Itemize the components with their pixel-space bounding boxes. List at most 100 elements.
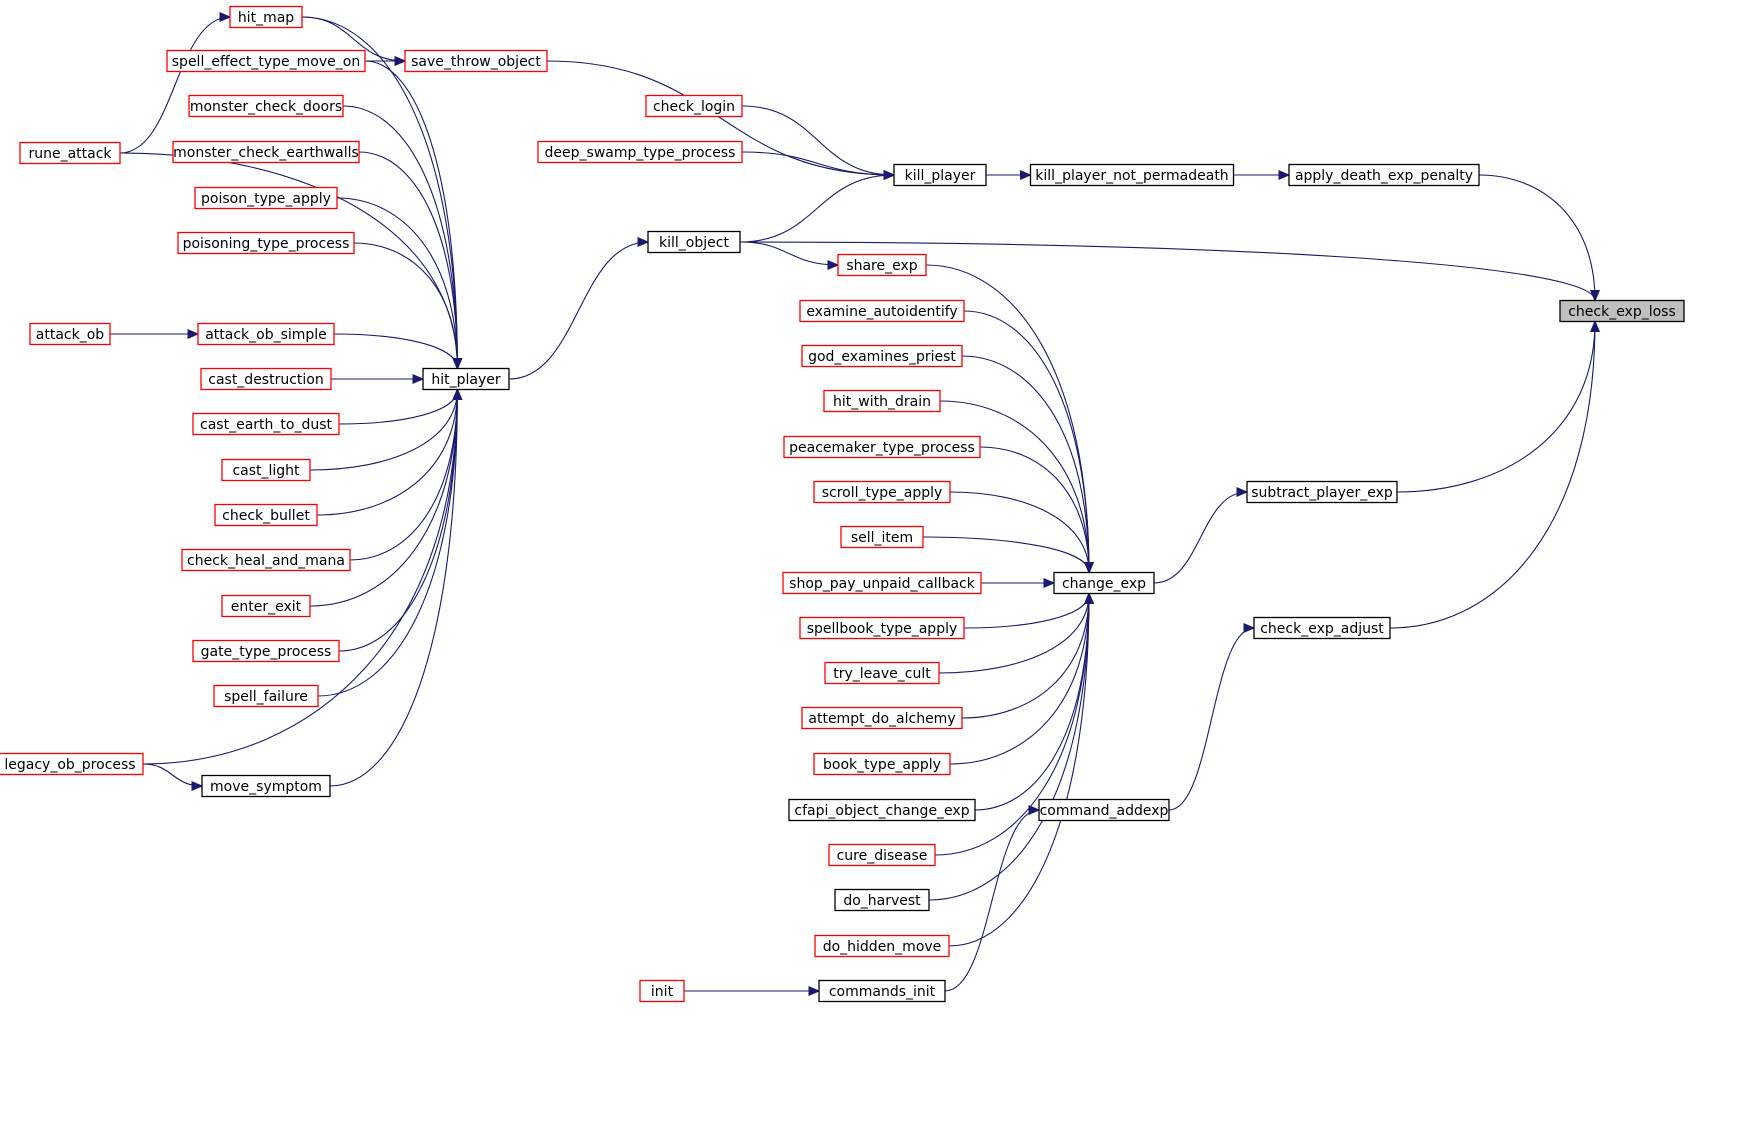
node-box[interactable] xyxy=(19,141,121,165)
node-try_leave_cult[interactable]: try_leave_cult xyxy=(824,661,940,685)
node-spellbook_type_apply[interactable]: spellbook_type_apply xyxy=(799,616,965,640)
node-deep_swamp_type_process[interactable]: deep_swamp_type_process xyxy=(537,140,743,164)
node-attempt_do_alchemy[interactable]: attempt_do_alchemy xyxy=(801,706,963,730)
node-box[interactable] xyxy=(840,525,924,549)
node-attack_ob_simple[interactable]: attack_ob_simple xyxy=(197,322,335,346)
node-box[interactable] xyxy=(813,752,951,776)
node-save_throw_object[interactable]: save_throw_object xyxy=(404,49,548,73)
node-cfapi_object_change_exp[interactable]: cfapi_object_change_exp xyxy=(788,798,976,822)
node-box[interactable] xyxy=(813,480,951,504)
node-examine_autoidentify[interactable]: examine_autoidentify xyxy=(799,299,965,323)
node-box[interactable] xyxy=(837,253,927,277)
node-box[interactable] xyxy=(404,49,548,73)
node-box[interactable] xyxy=(1053,571,1155,595)
node-kill_object[interactable]: kill_object xyxy=(647,230,741,254)
node-shop_pay_unpaid_callback[interactable]: shop_pay_unpaid_callback xyxy=(782,571,982,595)
node-box[interactable] xyxy=(818,979,946,1003)
node-box[interactable] xyxy=(1288,163,1480,187)
node-hit_map[interactable]: hit_map xyxy=(229,5,303,29)
node-command_addexp[interactable]: command_addexp xyxy=(1038,798,1170,822)
node-box[interactable] xyxy=(29,322,111,346)
node-box[interactable] xyxy=(782,571,982,595)
node-check_heal_and_mana[interactable]: check_heal_and_mana xyxy=(181,548,351,572)
node-box[interactable] xyxy=(828,843,936,867)
node-box[interactable] xyxy=(229,5,303,29)
node-check_login[interactable]: check_login xyxy=(645,94,743,118)
node-move_symptom[interactable]: move_symptom xyxy=(201,774,331,798)
node-book_type_apply[interactable]: book_type_apply xyxy=(813,752,951,776)
node-check_exp_loss[interactable]: check_exp_loss xyxy=(1559,299,1685,323)
node-box[interactable] xyxy=(824,661,940,685)
node-box[interactable] xyxy=(192,639,340,663)
node-box[interactable] xyxy=(192,412,340,436)
node-peacemaker_type_process[interactable]: peacemaker_type_process xyxy=(783,435,981,459)
node-box[interactable] xyxy=(814,934,950,958)
node-subtract_player_exp[interactable]: subtract_player_exp xyxy=(1246,480,1398,504)
node-box[interactable] xyxy=(0,752,144,776)
node-box[interactable] xyxy=(221,594,311,618)
node-sell_item[interactable]: sell_item xyxy=(840,525,924,549)
node-box[interactable] xyxy=(893,163,987,187)
node-poison_type_apply[interactable]: poison_type_apply xyxy=(194,186,338,210)
node-box[interactable] xyxy=(166,49,366,73)
node-box[interactable] xyxy=(1253,616,1391,640)
node-box[interactable] xyxy=(200,367,332,391)
node-box[interactable] xyxy=(214,503,318,527)
node-box[interactable] xyxy=(221,458,311,482)
node-change_exp[interactable]: change_exp xyxy=(1053,571,1155,595)
node-cure_disease[interactable]: cure_disease xyxy=(828,843,936,867)
node-check_exp_adjust[interactable]: check_exp_adjust xyxy=(1253,616,1391,640)
node-box[interactable] xyxy=(1029,163,1235,187)
node-box[interactable] xyxy=(647,230,741,254)
node-box[interactable] xyxy=(172,140,360,164)
node-kill_player_not_permadeath[interactable]: kill_player_not_permadeath xyxy=(1029,163,1235,187)
node-legacy_ob_process[interactable]: legacy_ob_process xyxy=(0,752,144,776)
node-box[interactable] xyxy=(799,616,965,640)
node-box[interactable] xyxy=(645,94,743,118)
node-box[interactable] xyxy=(1038,798,1170,822)
node-box[interactable] xyxy=(823,389,941,413)
node-poisoning_type_process[interactable]: poisoning_type_process xyxy=(177,231,355,255)
node-cast_earth_to_dust[interactable]: cast_earth_to_dust xyxy=(192,412,340,436)
node-box[interactable] xyxy=(194,186,338,210)
node-enter_exit[interactable]: enter_exit xyxy=(221,594,311,618)
node-monster_check_earthwalls[interactable]: monster_check_earthwalls xyxy=(172,140,360,164)
node-attack_ob[interactable]: attack_ob xyxy=(29,322,111,346)
node-init[interactable]: init xyxy=(639,979,685,1003)
node-box[interactable] xyxy=(197,322,335,346)
node-box[interactable] xyxy=(801,706,963,730)
node-spell_failure[interactable]: spell_failure xyxy=(213,684,319,708)
node-do_hidden_move[interactable]: do_hidden_move xyxy=(814,934,950,958)
node-gate_type_process[interactable]: gate_type_process xyxy=(192,639,340,663)
node-box[interactable] xyxy=(177,231,355,255)
node-box[interactable] xyxy=(801,344,963,368)
node-do_harvest[interactable]: do_harvest xyxy=(834,888,930,912)
node-box[interactable] xyxy=(213,684,319,708)
node-kill_player[interactable]: kill_player xyxy=(893,163,987,187)
node-check_bullet[interactable]: check_bullet xyxy=(214,503,318,527)
node-commands_init[interactable]: commands_init xyxy=(818,979,946,1003)
node-box[interactable] xyxy=(1559,299,1685,323)
node-cast_light[interactable]: cast_light xyxy=(221,458,311,482)
node-box[interactable] xyxy=(181,548,351,572)
node-box[interactable] xyxy=(201,774,331,798)
node-box[interactable] xyxy=(799,299,965,323)
node-hit_with_drain[interactable]: hit_with_drain xyxy=(823,389,941,413)
node-box[interactable] xyxy=(834,888,930,912)
node-box[interactable] xyxy=(1246,480,1398,504)
node-box[interactable] xyxy=(783,435,981,459)
node-box[interactable] xyxy=(422,367,510,391)
node-scroll_type_apply[interactable]: scroll_type_apply xyxy=(813,480,951,504)
node-spell_effect_type_move_on[interactable]: spell_effect_type_move_on xyxy=(166,49,366,73)
node-god_examines_priest[interactable]: god_examines_priest xyxy=(801,344,963,368)
node-share_exp[interactable]: share_exp xyxy=(837,253,927,277)
node-box[interactable] xyxy=(788,798,976,822)
node-cast_destruction[interactable]: cast_destruction xyxy=(200,367,332,391)
node-box[interactable] xyxy=(188,94,344,118)
node-box[interactable] xyxy=(639,979,685,1003)
node-box[interactable] xyxy=(537,140,743,164)
node-apply_death_exp_penalty[interactable]: apply_death_exp_penalty xyxy=(1288,163,1480,187)
node-rune_attack[interactable]: rune_attack xyxy=(19,141,121,165)
node-monster_check_doors[interactable]: monster_check_doors xyxy=(188,94,344,118)
node-hit_player[interactable]: hit_player xyxy=(422,367,510,391)
